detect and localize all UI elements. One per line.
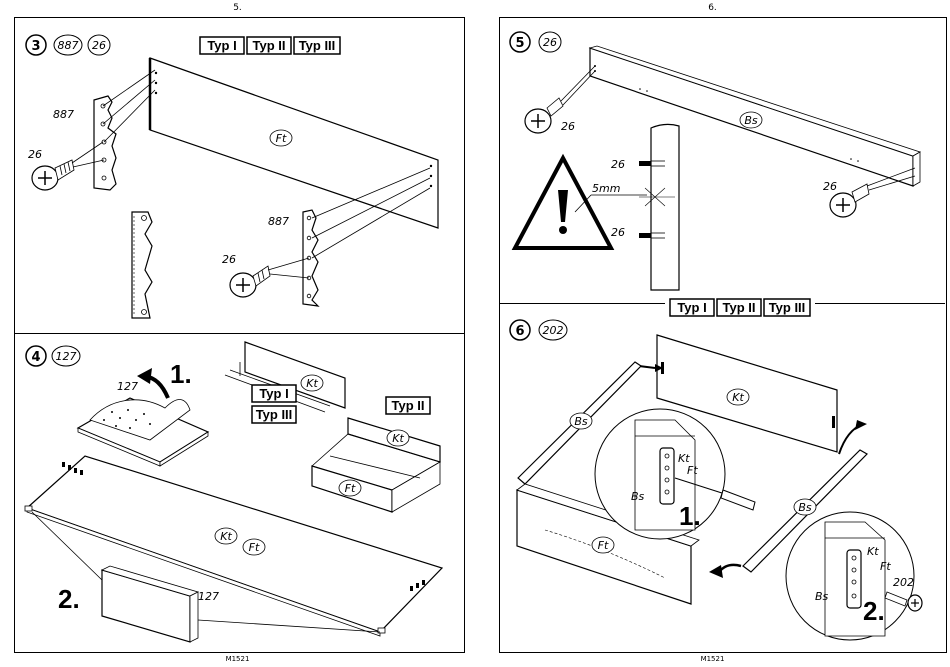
right-page-illustrations: 5 26 Bs 26 xyxy=(475,0,950,667)
bracket-label: 887 xyxy=(268,215,289,228)
screw-label: 26 xyxy=(222,253,236,266)
screw-label: 26 xyxy=(611,226,625,239)
rail-label: Bs xyxy=(574,415,588,428)
type-label: Typ III xyxy=(299,38,336,53)
insert-arrow-icon xyxy=(855,420,867,430)
screw-label: 26 xyxy=(28,148,42,161)
pad-closeup xyxy=(102,566,198,642)
step-number: 3 xyxy=(31,39,40,54)
rail-label: Bs xyxy=(744,114,758,127)
type-label: Typ III xyxy=(256,407,293,422)
step-instruction: 2. xyxy=(863,596,885,626)
step-5: 5 26 Bs 26 xyxy=(510,32,920,290)
screw-26 xyxy=(32,160,74,190)
bracket-label: 887 xyxy=(53,108,74,121)
board-section xyxy=(639,124,679,290)
drawer-sketch-assembled xyxy=(312,418,440,512)
detail-label: Kt xyxy=(867,545,879,558)
panel-label: Ft xyxy=(345,482,356,495)
step-3: 3 887 26 Typ I Typ II Typ III Ft xyxy=(26,35,438,318)
type-label: Typ I xyxy=(677,300,706,315)
step-number: 4 xyxy=(31,350,40,365)
step-instruction: 2. xyxy=(58,584,80,614)
detail-label: Bs xyxy=(631,490,645,503)
step-6: Typ I Typ II Typ III 6 202 Kt Bs Bs xyxy=(510,299,922,640)
part-number: 127 xyxy=(56,350,77,363)
pad-label: 127 xyxy=(198,590,219,603)
screw-label: 26 xyxy=(823,180,837,193)
step-instruction: 1. xyxy=(170,359,192,389)
screw-label: 26 xyxy=(611,158,625,171)
bracket-887-right xyxy=(303,210,318,306)
rail-label: Bs xyxy=(798,501,812,514)
front-panel xyxy=(150,58,438,228)
manual-page-right: 6. M1521 5 26 Bs xyxy=(475,0,950,667)
bracket-side-view xyxy=(132,212,152,318)
adhesive-pad xyxy=(78,398,208,466)
screw-26-right xyxy=(230,266,270,297)
step-number: 5 xyxy=(515,36,524,51)
warning-icon xyxy=(515,158,611,248)
step-instruction: 1. xyxy=(679,501,701,531)
panel-label: Kt xyxy=(392,432,404,445)
type-label: Typ I xyxy=(207,38,236,53)
pad-label: 127 xyxy=(117,380,138,393)
panel-label: Kt xyxy=(732,391,744,404)
part-number: 202 xyxy=(543,324,564,337)
type-label: Typ I xyxy=(259,386,288,401)
drawer-bottom-panel xyxy=(25,456,442,636)
type-label: Typ III xyxy=(769,300,806,315)
screw-label: 26 xyxy=(561,120,575,133)
detail-label: Bs xyxy=(815,590,829,603)
part-number: 26 xyxy=(543,36,557,49)
type-label: Typ II xyxy=(392,398,425,413)
part-label: 202 xyxy=(893,576,914,589)
detail-circle-1 xyxy=(595,409,755,539)
detail-label: Ft xyxy=(880,560,891,573)
step-number: 6 xyxy=(515,324,524,339)
type-label: Typ II xyxy=(253,38,286,53)
step-4: 4 127 127 1. xyxy=(25,342,442,642)
detail-label: Ft xyxy=(687,464,698,477)
panel-label: Kt xyxy=(306,377,318,390)
panel-label: Kt xyxy=(220,530,232,543)
part-number: 887 xyxy=(58,39,79,52)
panel-label: Ft xyxy=(598,539,609,552)
bracket-887 xyxy=(94,96,116,190)
gap-label: 5mm xyxy=(592,182,620,195)
type-label: Typ II xyxy=(723,300,756,315)
manual-page-left: 5. M1521 3 887 26 Typ I Typ II Typ III F… xyxy=(0,0,475,667)
screw-26 xyxy=(525,98,563,133)
push-arrow-icon xyxy=(709,565,723,578)
panel-label: Ft xyxy=(276,132,287,145)
panel-label: Ft xyxy=(249,541,260,554)
left-page-illustrations: 3 887 26 Typ I Typ II Typ III Ft xyxy=(0,0,475,667)
part-number: 26 xyxy=(92,39,106,52)
peel-arrow-icon xyxy=(137,368,152,384)
